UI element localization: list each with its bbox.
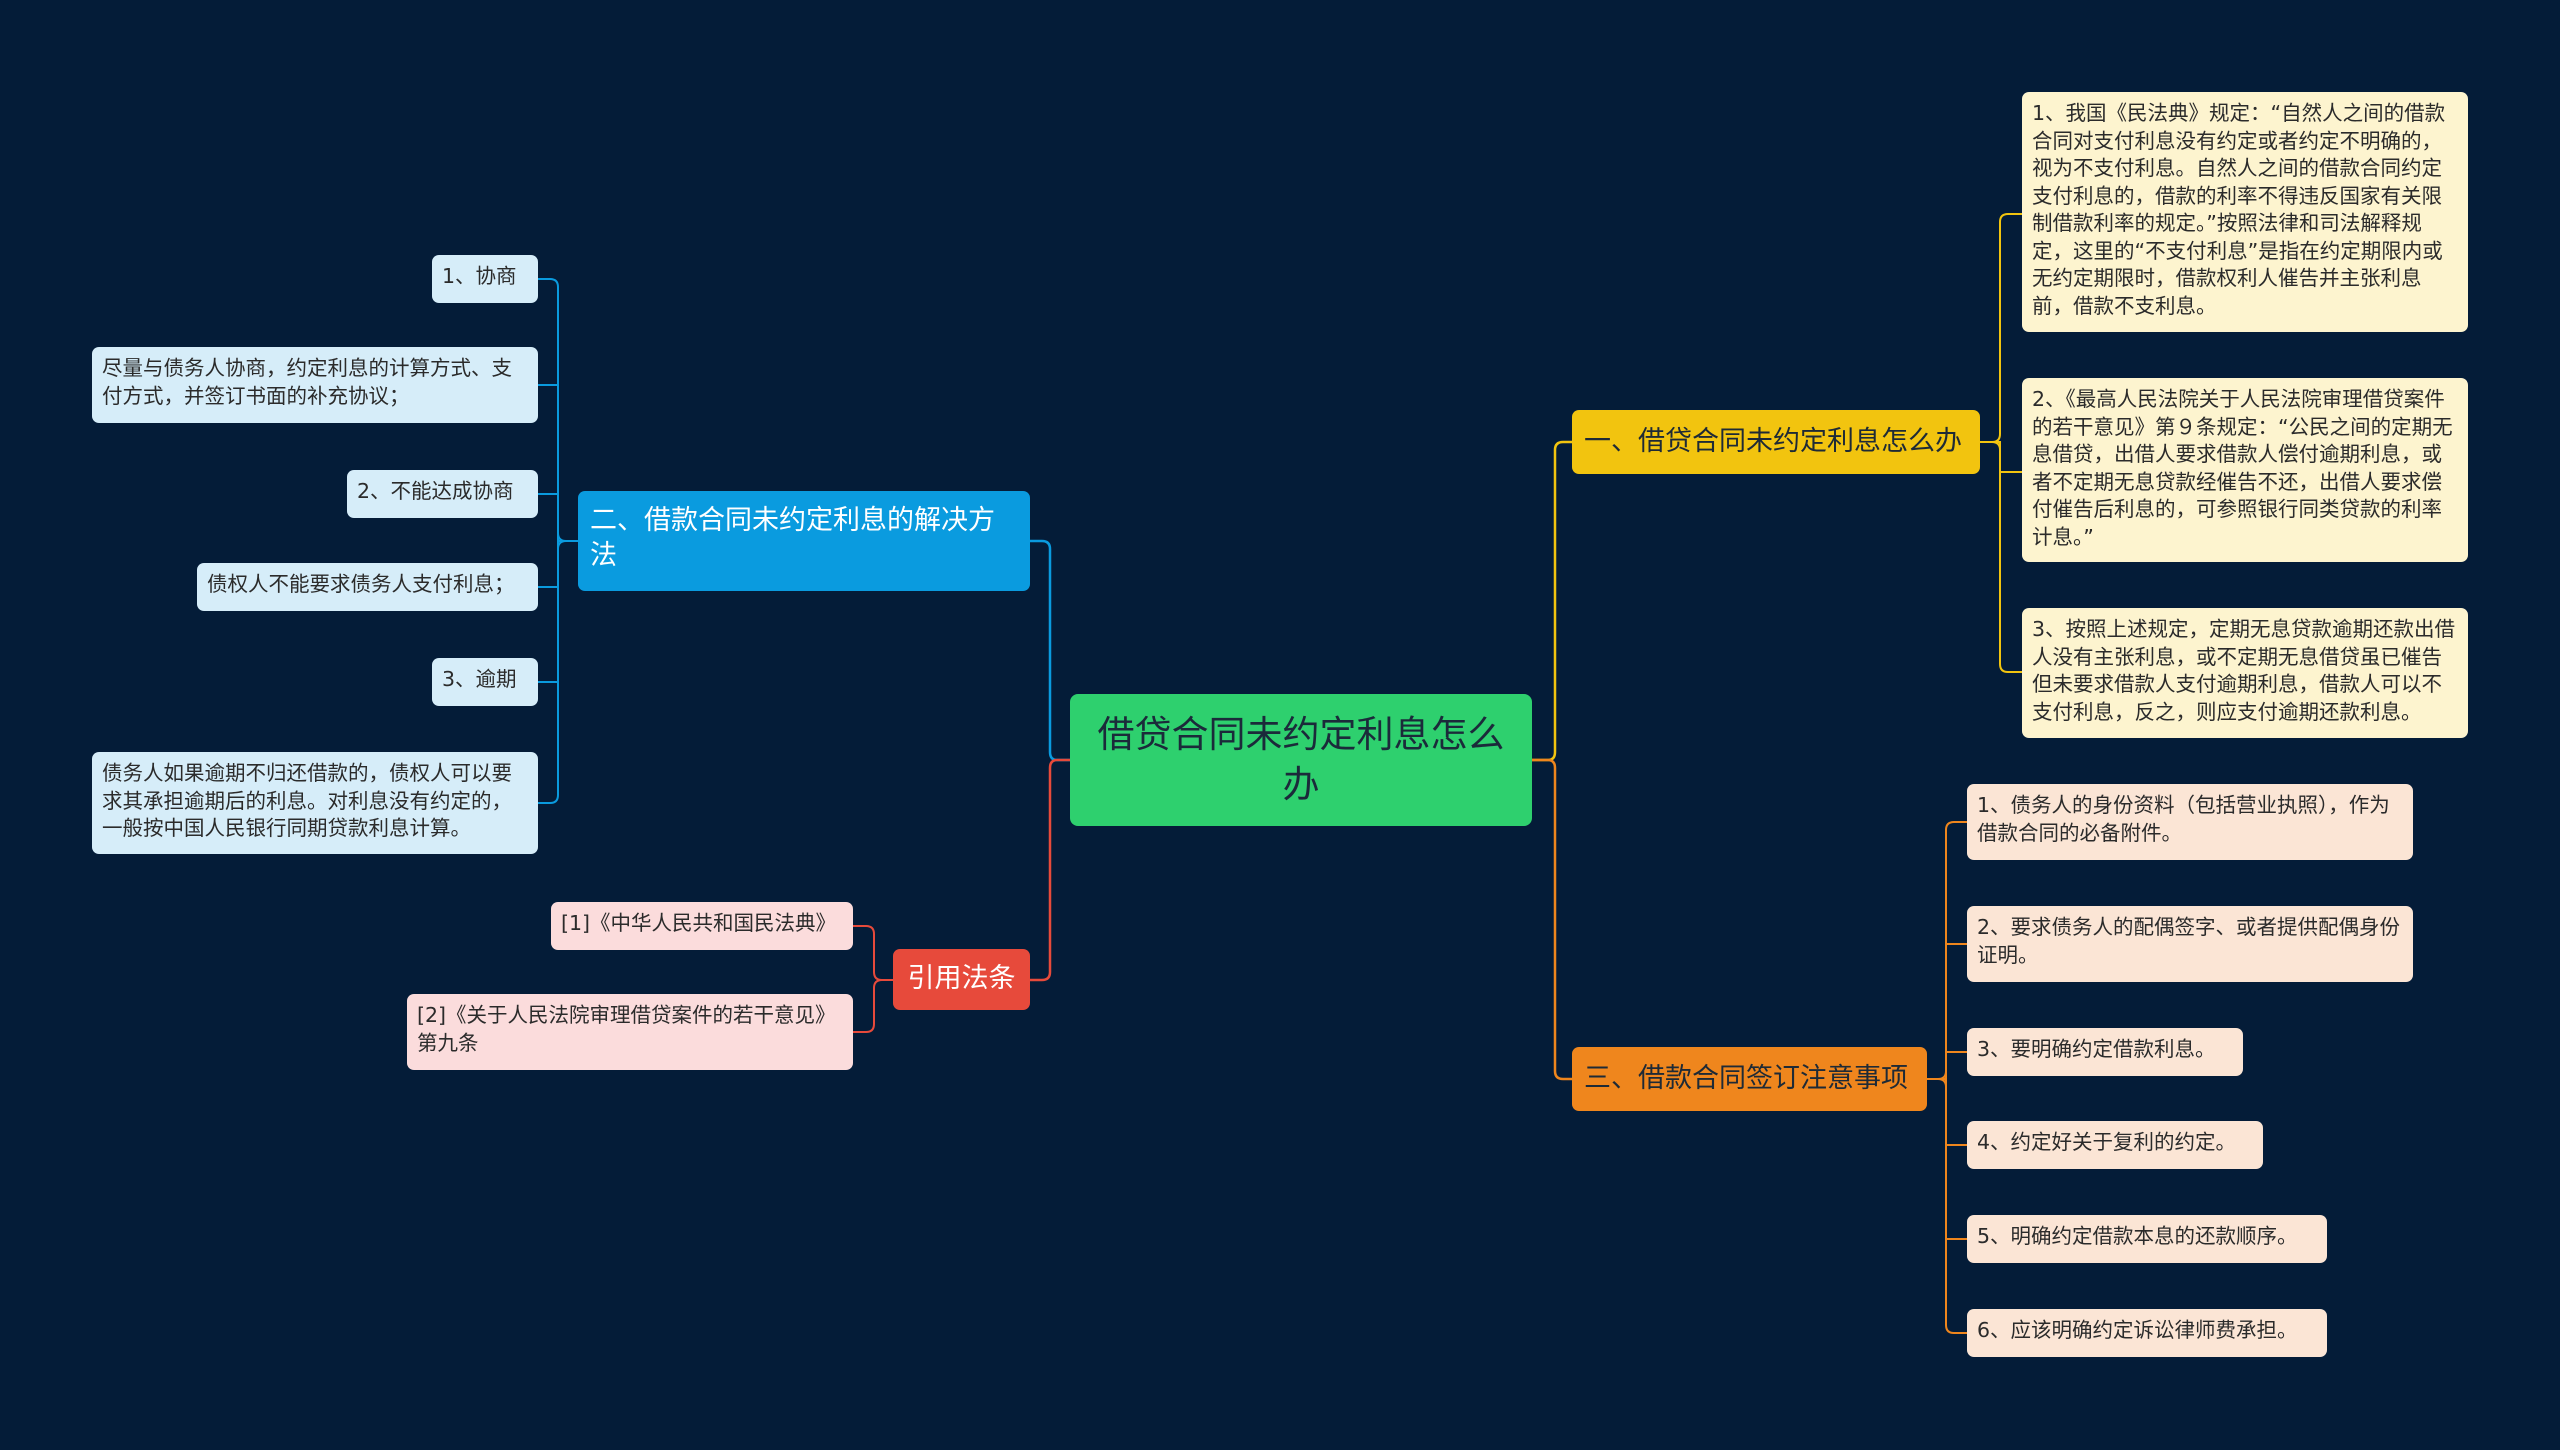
- leaf-overdue-detail[interactable]: 债务人如果逾期不归还借款的，债权人可以要求其承担逾期后的利息。对利息没有约定的，…: [92, 752, 538, 854]
- leaf-note-2[interactable]: 2、要求债务人的配偶签字、或者提供配偶身份证明。: [1967, 906, 2413, 982]
- leaf-note-6[interactable]: 6、应该明确约定诉讼律师费承担。: [1967, 1309, 2327, 1357]
- branch-how-to-handle[interactable]: 一、借贷合同未约定利息怎么办: [1572, 410, 1980, 474]
- branch-label: 二、借款合同未约定利息的解决方法: [590, 505, 995, 571]
- branch-solutions[interactable]: 二、借款合同未约定利息的解决方法: [578, 491, 1030, 591]
- branch-label: 一、借贷合同未约定利息怎么办: [1584, 426, 1962, 457]
- edge-right3-leaf3: [1927, 1051, 1967, 1080]
- leaf-cite-court-opinion[interactable]: [2]《关于人民法院审理借贷案件的若干意见》第九条: [407, 994, 853, 1070]
- leaf-text: [1]《中华人民共和国民法典》: [561, 911, 837, 935]
- leaf-note-3[interactable]: 3、要明确约定借款利息。: [1967, 1028, 2243, 1076]
- leaf-text: 6、应该明确约定诉讼律师费承担。: [1977, 1318, 2298, 1342]
- leaf-text: 5、明确约定借款本息的还款顺序。: [1977, 1224, 2298, 1248]
- edge-right1-leaf1: [1980, 213, 2022, 443]
- edge-left3-leaf2: [853, 979, 893, 1033]
- leaf-text: 债务人如果逾期不归还借款的，债权人可以要求其承担逾期后的利息。对利息没有约定的，…: [102, 761, 512, 840]
- branch-label: 引用法条: [907, 963, 1016, 994]
- edge-root-right3: [1532, 758, 1572, 1081]
- edge-root-left3: [1030, 758, 1070, 982]
- edge-left2-leaf6: [538, 540, 578, 804]
- leaf-text: 4、约定好关于复利的约定。: [1977, 1130, 2237, 1154]
- leaf-negotiate[interactable]: 1、协商: [432, 255, 538, 303]
- leaf-civil-code-rule[interactable]: 1、我国《民法典》规定：“自然人之间的借款合同对支付利息没有约定或者约定不明确的…: [2022, 92, 2468, 332]
- root-label: 借贷合同未约定利息怎么办: [1097, 713, 1505, 806]
- leaf-text: 1、协商: [442, 264, 517, 288]
- edge-root-left2: [1030, 539, 1070, 762]
- root-node[interactable]: 借贷合同未约定利息怎么办: [1070, 694, 1532, 826]
- leaf-cite-civil-code[interactable]: [1]《中华人民共和国民法典》: [551, 902, 853, 950]
- leaf-note-5[interactable]: 5、明确约定借款本息的还款顺序。: [1967, 1215, 2327, 1263]
- branch-signing-notes[interactable]: 三、借款合同签订注意事项: [1572, 1047, 1927, 1111]
- leaf-text: 2、不能达成协商: [357, 479, 514, 503]
- leaf-text: 3、要明确约定借款利息。: [1977, 1037, 2216, 1061]
- leaf-text: 3、按照上述规定，定期无息贷款逾期还款出借人没有主张利息，或不定期无息借贷虽已催…: [2032, 617, 2456, 724]
- leaf-no-agreement-detail[interactable]: 债权人不能要求债务人支付利息；: [197, 563, 538, 611]
- leaf-supreme-court-opinion[interactable]: 2、《最高人民法院关于人民法院审理借贷案件的若干意见》第９条规定：“公民之间的定…: [2022, 378, 2468, 562]
- leaf-overdue[interactable]: 3、逾期: [432, 658, 538, 706]
- leaf-text: [2]《关于人民法院审理借贷案件的若干意见》第九条: [417, 1003, 836, 1055]
- leaf-note-4[interactable]: 4、约定好关于复利的约定。: [1967, 1121, 2263, 1169]
- leaf-text: 2、要求债务人的配偶签字、或者提供配偶身份证明。: [1977, 915, 2401, 967]
- edge-root-right1: [1532, 440, 1572, 762]
- edge-left2-leaf3: [538, 493, 578, 542]
- leaf-text: 尽量与债务人协商，约定利息的计算方式、支付方式，并签订书面的补充协议；: [102, 356, 512, 408]
- leaf-text: 1、我国《民法典》规定：“自然人之间的借款合同对支付利息没有约定或者约定不明确的…: [2032, 101, 2446, 318]
- edge-right1-leaf3: [1980, 441, 2022, 673]
- branch-label: 三、借款合同签订注意事项: [1584, 1063, 1908, 1094]
- leaf-no-agreement[interactable]: 2、不能达成协商: [347, 470, 538, 518]
- leaf-note-1[interactable]: 1、债务人的身份资料（包括营业执照），作为借款合同的必备附件。: [1967, 784, 2413, 860]
- leaf-text: 3、逾期: [442, 667, 517, 691]
- leaf-interest-conclusion[interactable]: 3、按照上述规定，定期无息贷款逾期还款出借人没有主张利息，或不定期无息借贷虽已催…: [2022, 608, 2468, 738]
- leaf-negotiate-detail[interactable]: 尽量与债务人协商，约定利息的计算方式、支付方式，并签订书面的补充协议；: [92, 347, 538, 423]
- edge-left3-leaf1: [853, 925, 893, 981]
- edge-right3-leaf6: [1927, 1078, 1967, 1334]
- leaf-text: 债权人不能要求债务人支付利息；: [207, 572, 515, 596]
- leaf-text: 2、《最高人民法院关于人民法院审理借贷案件的若干意见》第９条规定：“公民之间的定…: [2032, 387, 2453, 549]
- branch-cited-laws[interactable]: 引用法条: [893, 949, 1030, 1010]
- leaf-text: 1、债务人的身份资料（包括营业执照），作为借款合同的必备附件。: [1977, 793, 2390, 845]
